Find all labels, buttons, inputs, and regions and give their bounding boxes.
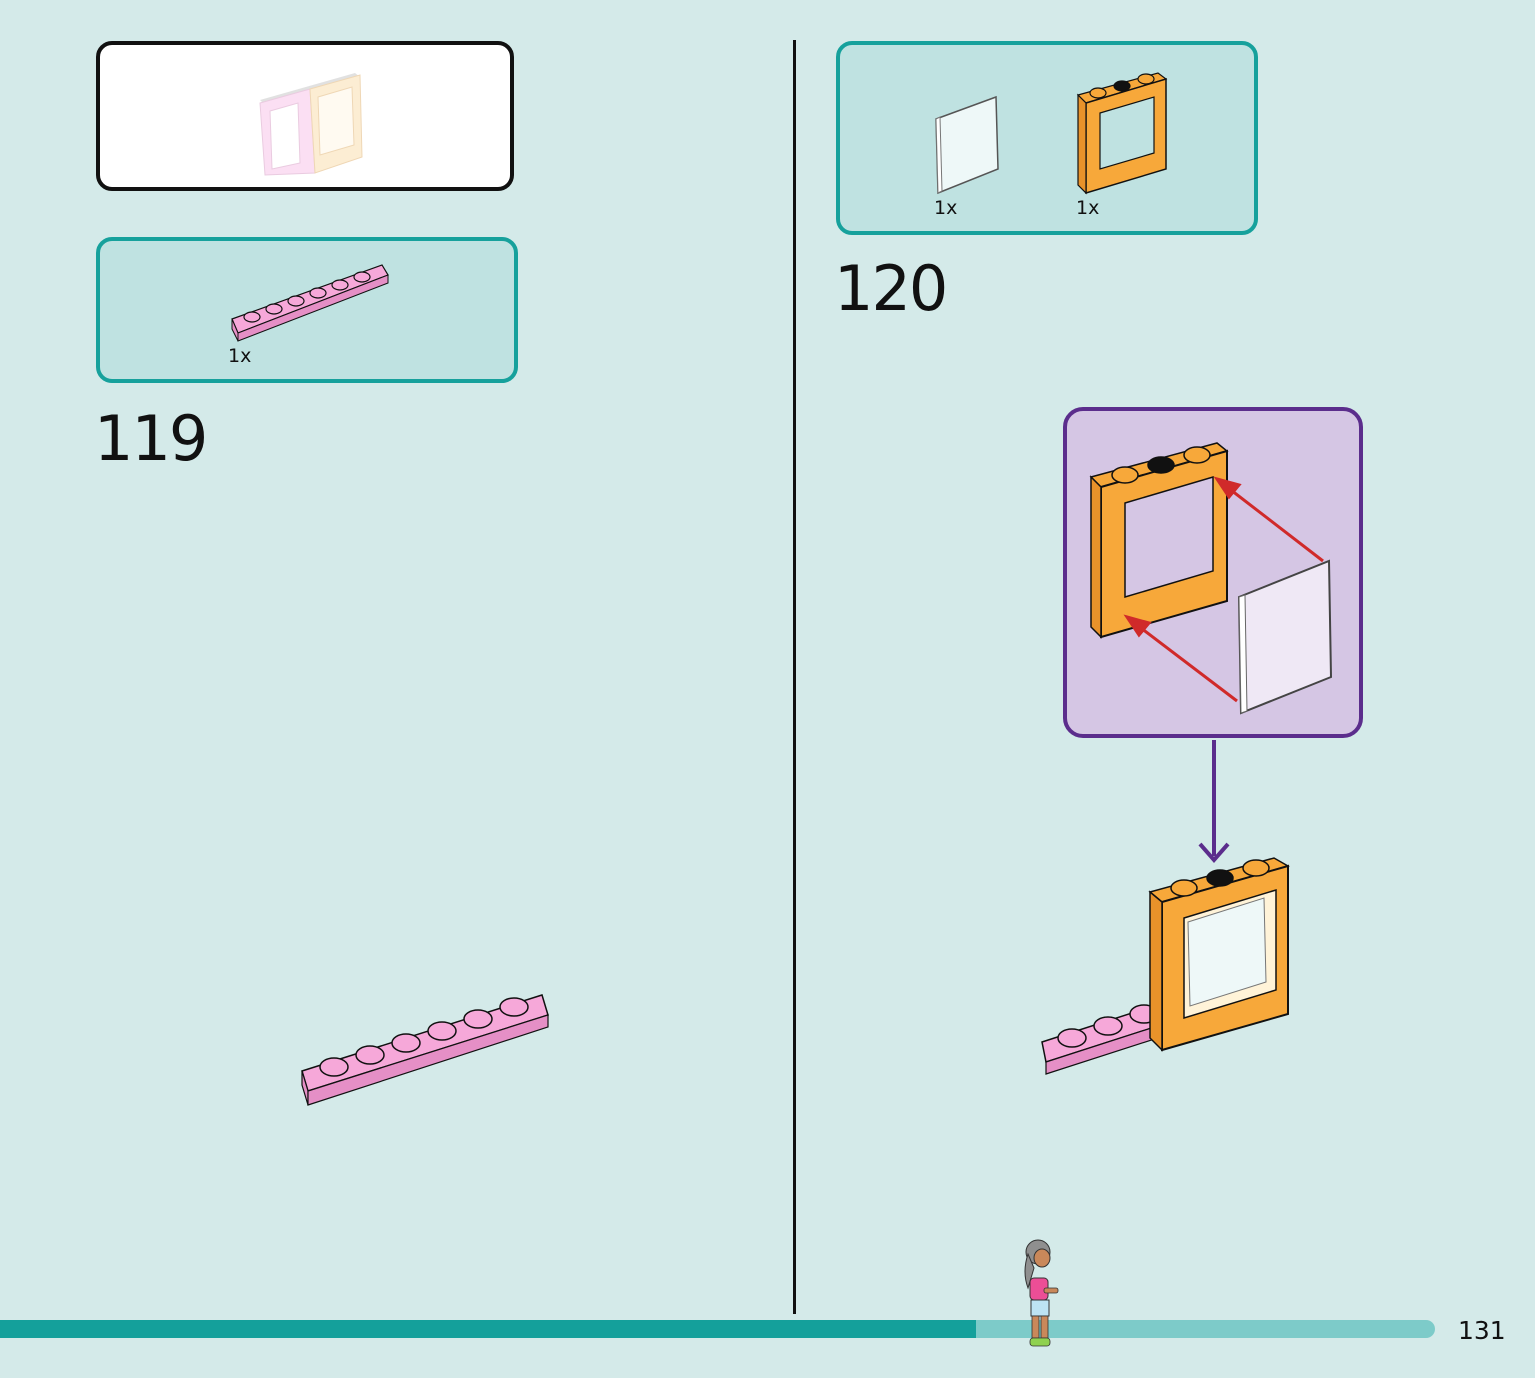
step-number-120: 120 — [834, 252, 948, 325]
part-quantity: 1x — [228, 345, 252, 367]
submodel-preview-image — [259, 73, 363, 176]
page-divider — [793, 40, 796, 1314]
callout-assembly-image — [1089, 442, 1333, 715]
minidoll-figure-icon — [1024, 1239, 1059, 1347]
orange-window-frame-part — [1076, 72, 1168, 195]
submodel-preview-box — [96, 41, 514, 191]
part-quantity: 1x — [1076, 197, 1100, 219]
sub-assembly-callout — [1063, 407, 1363, 738]
step-119-build-image — [301, 994, 549, 1106]
part-quantity: 1x — [934, 197, 958, 219]
step-120-build-image — [1041, 740, 1290, 1075]
progress-bar-fill — [0, 1320, 976, 1338]
step-number-119: 119 — [94, 402, 208, 475]
parts-list-box-step-120: 1x 1x — [836, 41, 1258, 235]
page-number: 131 — [1458, 1316, 1506, 1345]
callout-arrow — [1198, 740, 1230, 864]
pink-plate-1x8-part — [231, 264, 389, 342]
parts-list-box-step-119: 1x — [96, 237, 518, 383]
transparent-window-pane-part — [935, 95, 999, 195]
